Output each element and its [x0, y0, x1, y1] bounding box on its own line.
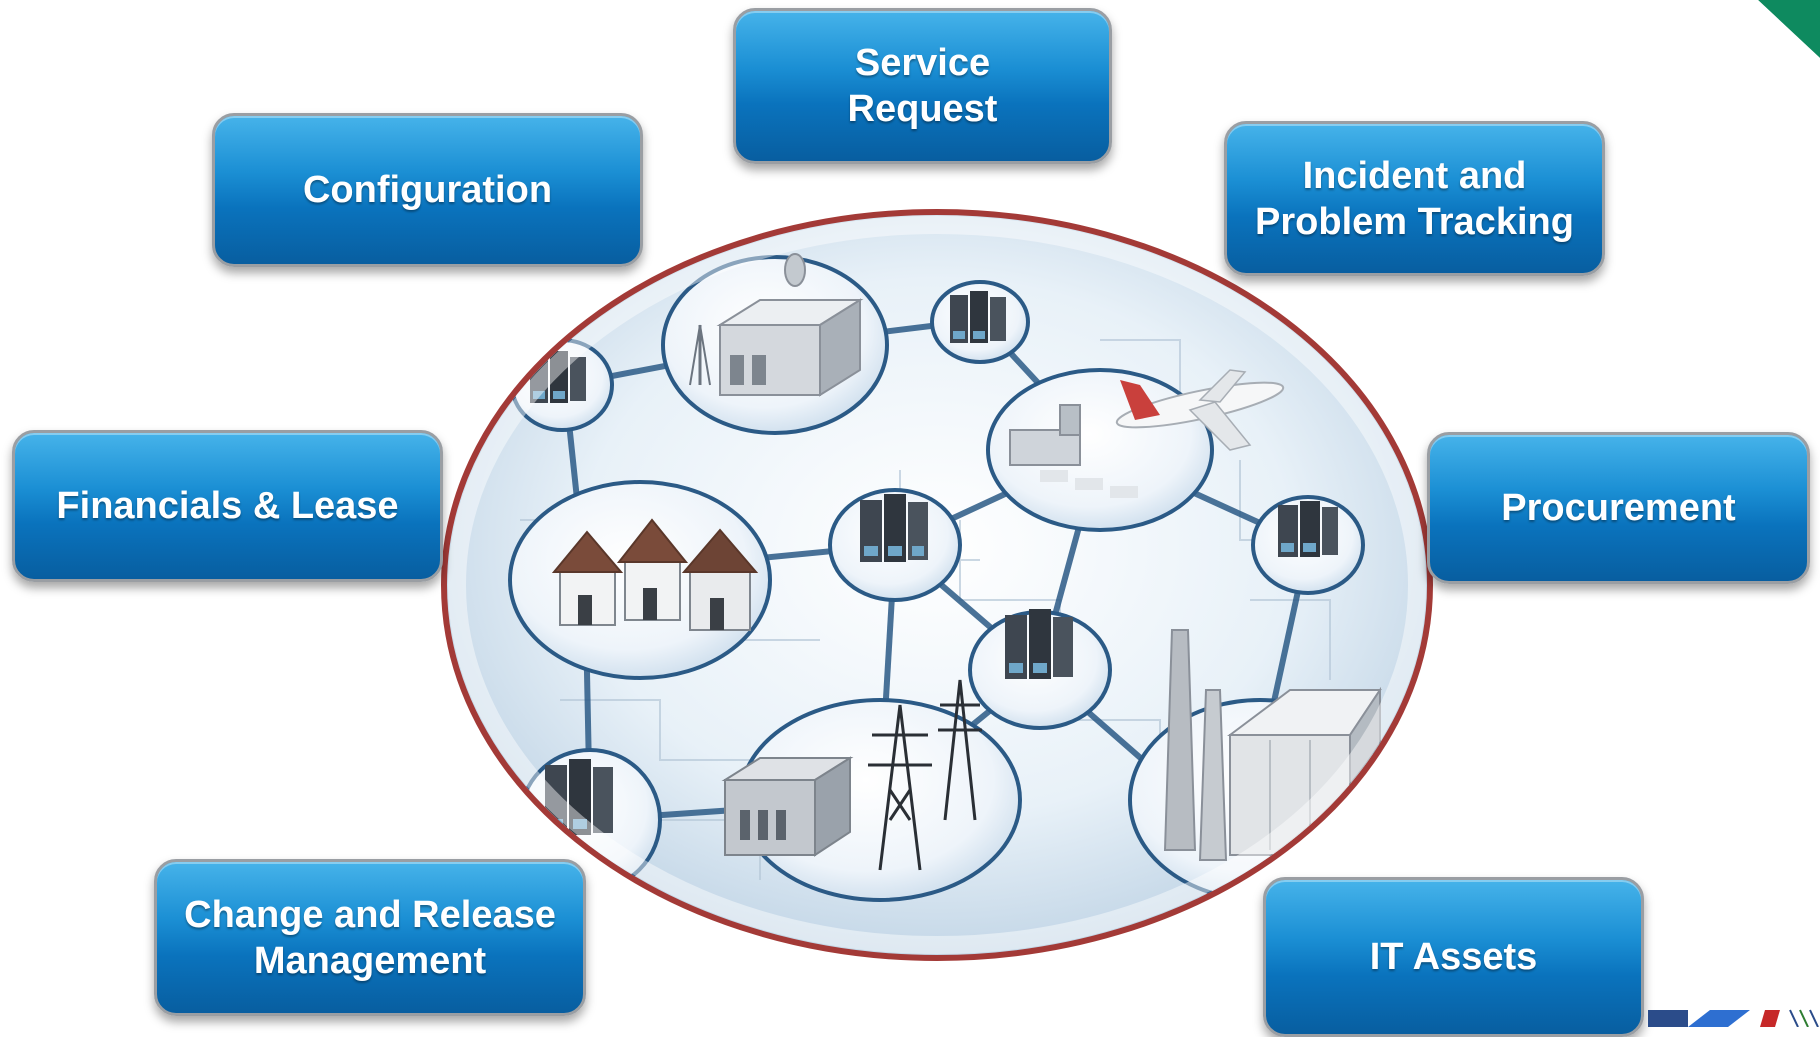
configuration-box[interactable]: Configuration	[212, 113, 643, 267]
substation-icon	[721, 679, 982, 871]
facility-building-icon	[689, 253, 864, 397]
corner-accent-triangle	[1738, 0, 1820, 75]
it-assets-label: IT Assets	[1369, 936, 1538, 978]
service-request-box[interactable]: Service Request	[733, 8, 1112, 164]
procurement-box[interactable]: Procurement	[1427, 432, 1810, 584]
server-rack-icons	[530, 291, 1338, 835]
change-release-management-label: Change and Release Management	[184, 893, 556, 982]
airport-icon	[1009, 404, 1138, 498]
incident-problem-tracking-label: Incident and Problem Tracking	[1255, 154, 1574, 243]
service-request-label: Service Request	[847, 42, 998, 130]
corner-logo-fragment	[1648, 1009, 1819, 1027]
houses-icon	[551, 518, 759, 631]
financials-lease-box[interactable]: Financials & Lease	[12, 430, 443, 582]
configuration-label: Configuration	[302, 169, 553, 211]
it-assets-box[interactable]: IT Assets	[1263, 877, 1644, 1037]
airplane-icon	[1115, 369, 1285, 451]
financials-lease-label: Financials & Lease	[56, 485, 399, 527]
incident-problem-tracking-box[interactable]: Incident and Problem Tracking	[1224, 121, 1605, 276]
change-release-management-box[interactable]: Change and Release Management	[154, 859, 586, 1016]
procurement-label: Procurement	[1501, 487, 1736, 529]
